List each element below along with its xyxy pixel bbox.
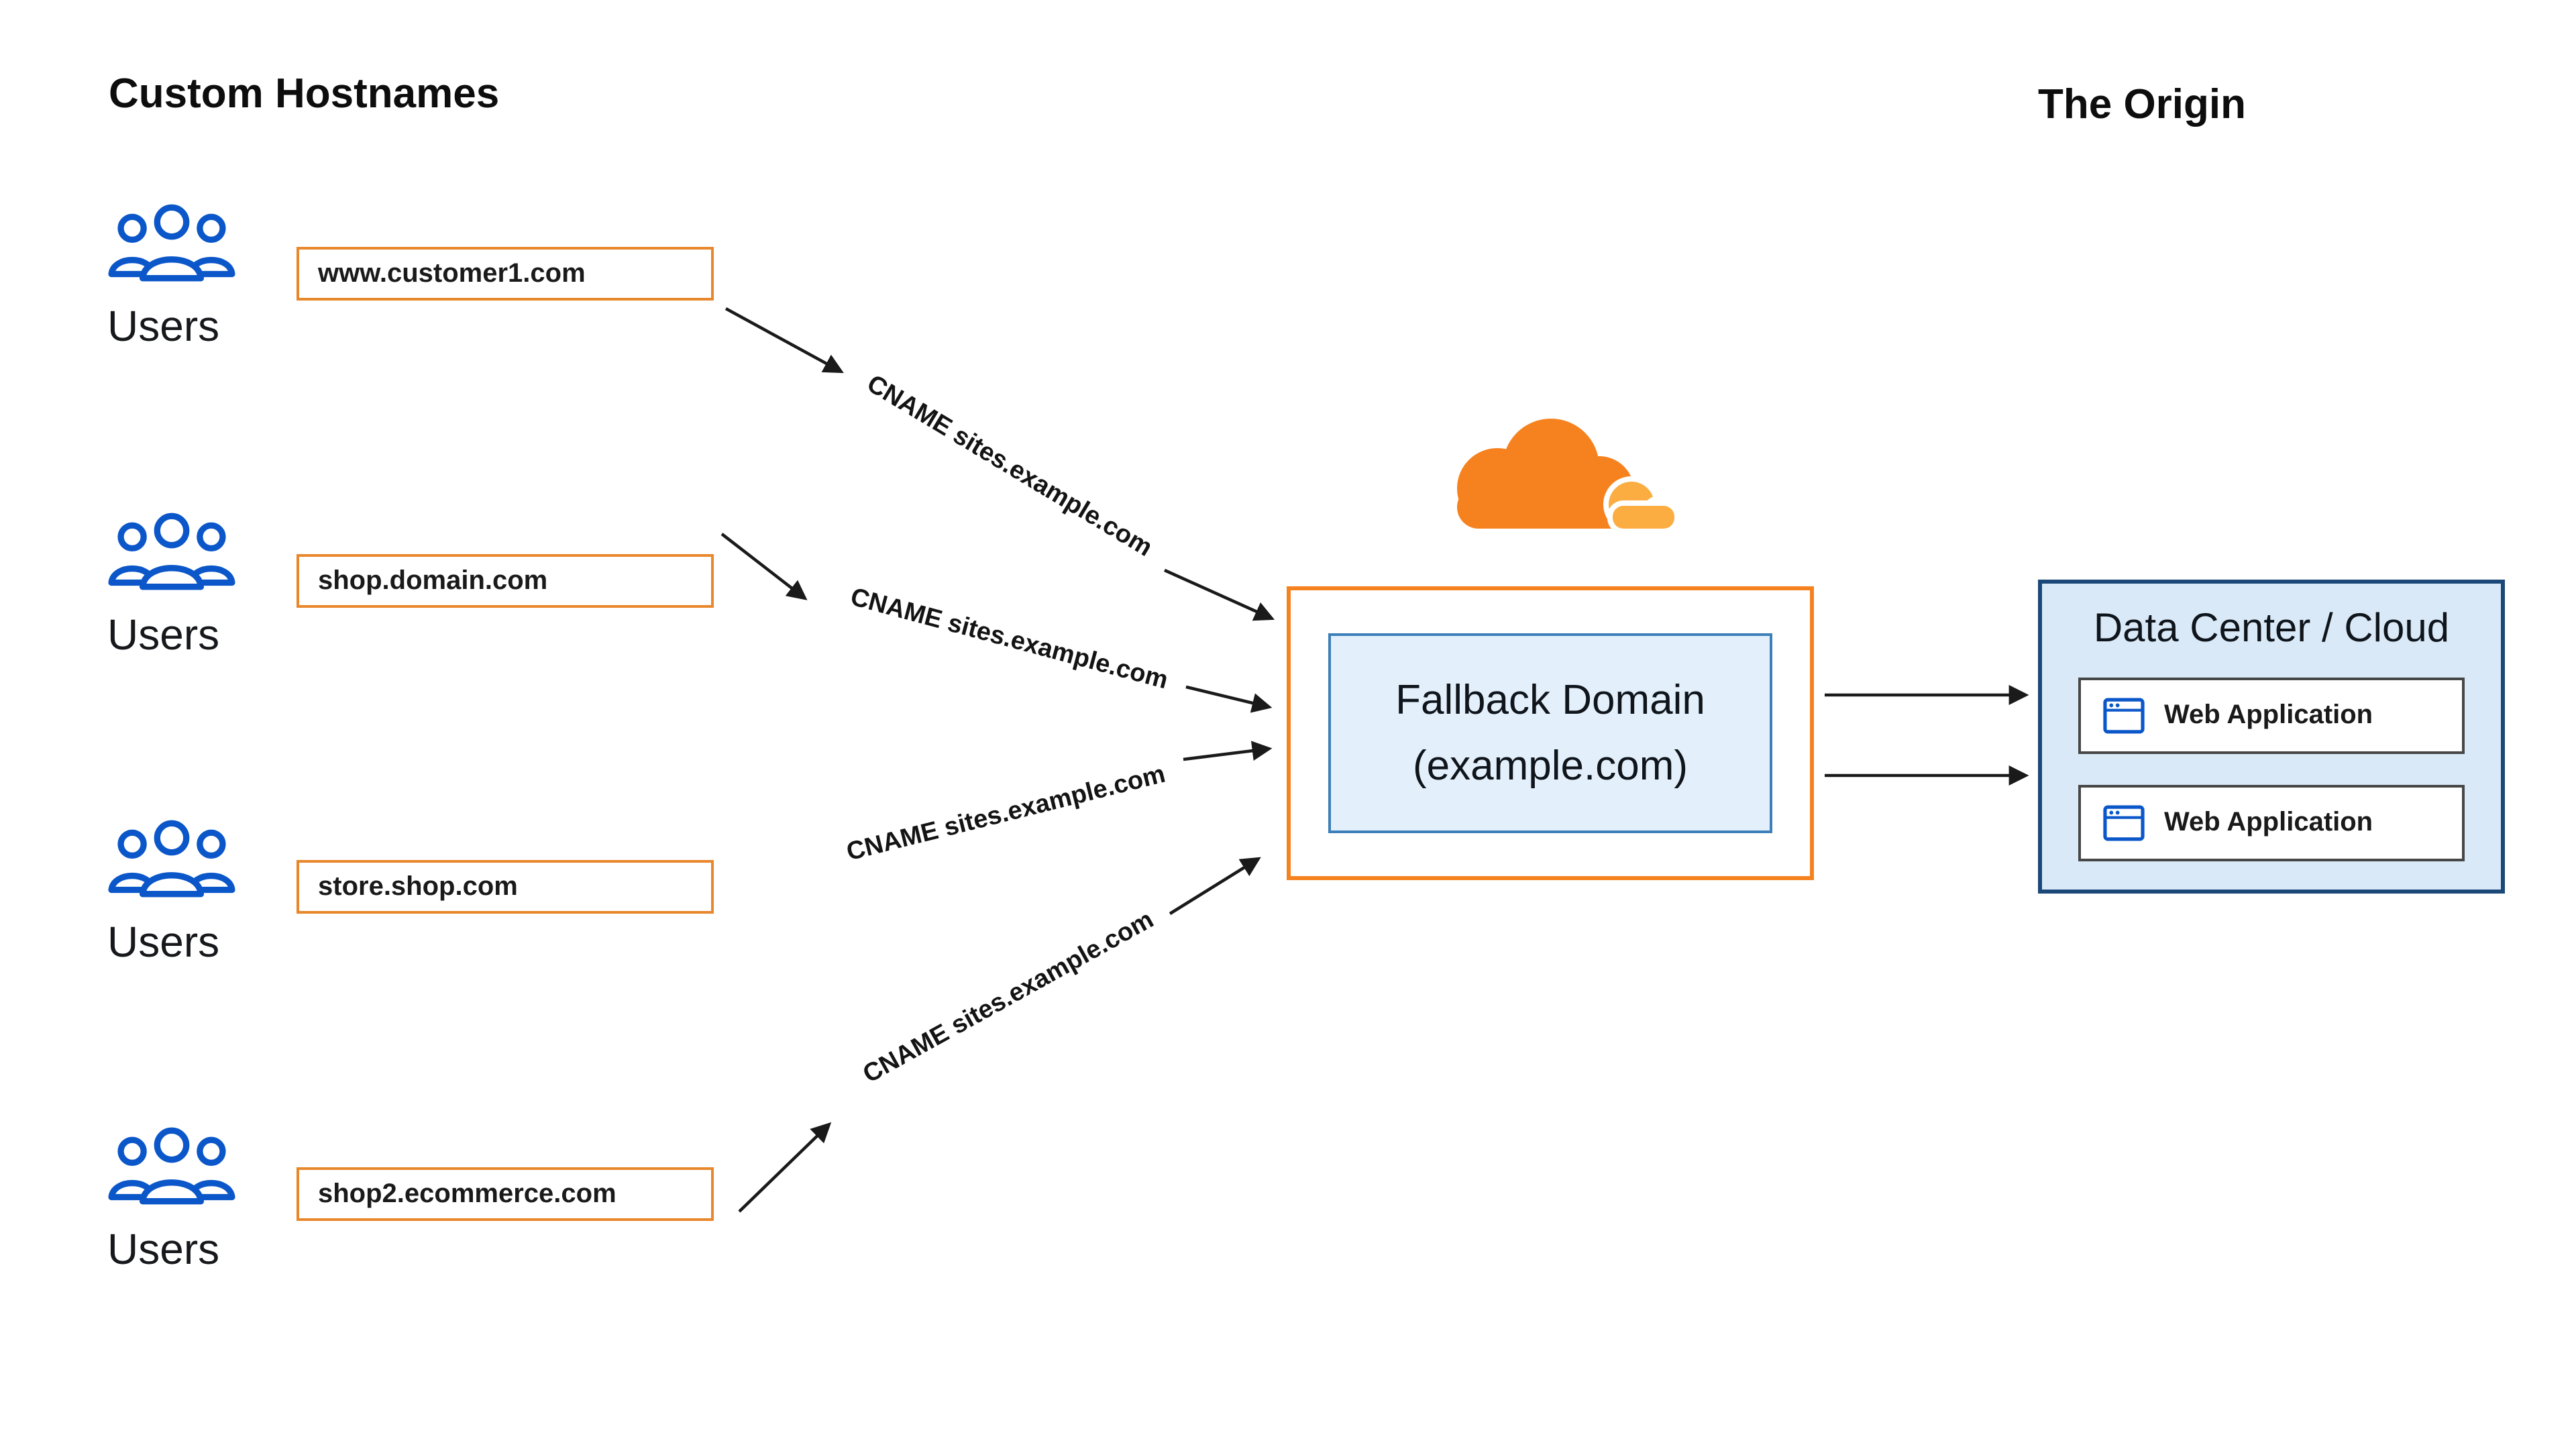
cloudflare-node: Fallback Domain (example.com): [1287, 586, 1814, 880]
hostname-box-3: store.shop.com: [297, 860, 714, 914]
cname-label-4: CNAME sites.example.com: [858, 906, 1159, 1089]
cloudflare-cloud-logo: [1457, 419, 1681, 535]
browser-window-icon: [2103, 698, 2145, 734]
origin-title: The Origin: [2038, 80, 2246, 127]
users-label: Users: [107, 1225, 220, 1273]
data-center-box: Data Center / Cloud Web Application Web …: [2038, 580, 2505, 894]
arrow-hostname2-out: [720, 533, 808, 600]
hostname-box-4: shop2.ecommerce.com: [297, 1167, 714, 1221]
web-application-label: Web Application: [2164, 700, 2373, 730]
arrow-hostname4-in: [1169, 857, 1261, 915]
users-group-2: Users: [107, 510, 236, 660]
browser-window-icon: [2103, 805, 2145, 841]
data-center-title: Data Center / Cloud: [2093, 606, 2450, 651]
users-group-icon: [108, 1127, 235, 1205]
users-group-icon: [108, 820, 235, 898]
fallback-domain-box: Fallback Domain (example.com): [1328, 633, 1772, 833]
arrow-hostname3-in: [1183, 741, 1273, 761]
arrow-hostname1-in: [1164, 568, 1275, 621]
cname-label-2: CNAME sites.example.com: [847, 583, 1171, 696]
hostname-box-2: shop.domain.com: [297, 554, 714, 608]
hostname-box-1: www.customer1.com: [297, 247, 714, 301]
hostname-label: www.customer1.com: [318, 258, 586, 288]
web-application-row-1: Web Application: [2078, 678, 2465, 754]
web-application-row-2: Web Application: [2078, 785, 2465, 861]
users-group-4: Users: [107, 1124, 236, 1275]
users-group-icon: [108, 204, 235, 282]
hostname-label: shop.domain.com: [318, 566, 548, 595]
users-group-1: Users: [107, 201, 236, 352]
users-label: Users: [107, 610, 220, 659]
fallback-domain-line2: (example.com): [1413, 741, 1688, 788]
hostname-label: shop2.ecommerce.com: [318, 1179, 616, 1208]
users-label: Users: [107, 918, 220, 966]
users-group-icon: [108, 513, 235, 590]
arrow-hostname1-out: [724, 307, 844, 374]
cname-label-1: CNAME sites.example.com: [861, 370, 1157, 563]
users-group-3: Users: [107, 817, 236, 967]
cname-label-3: CNAME sites.example.com: [844, 760, 1169, 867]
fallback-domain-line1: Fallback Domain: [1395, 676, 1705, 724]
arrow-hostname4-out: [738, 1122, 832, 1213]
web-application-label: Web Application: [2164, 808, 2373, 837]
custom-hostnames-title: Custom Hostnames: [109, 70, 500, 117]
arrow-hostname2-in: [1185, 685, 1273, 713]
hostname-label: store.shop.com: [318, 871, 518, 901]
users-label: Users: [107, 302, 220, 350]
